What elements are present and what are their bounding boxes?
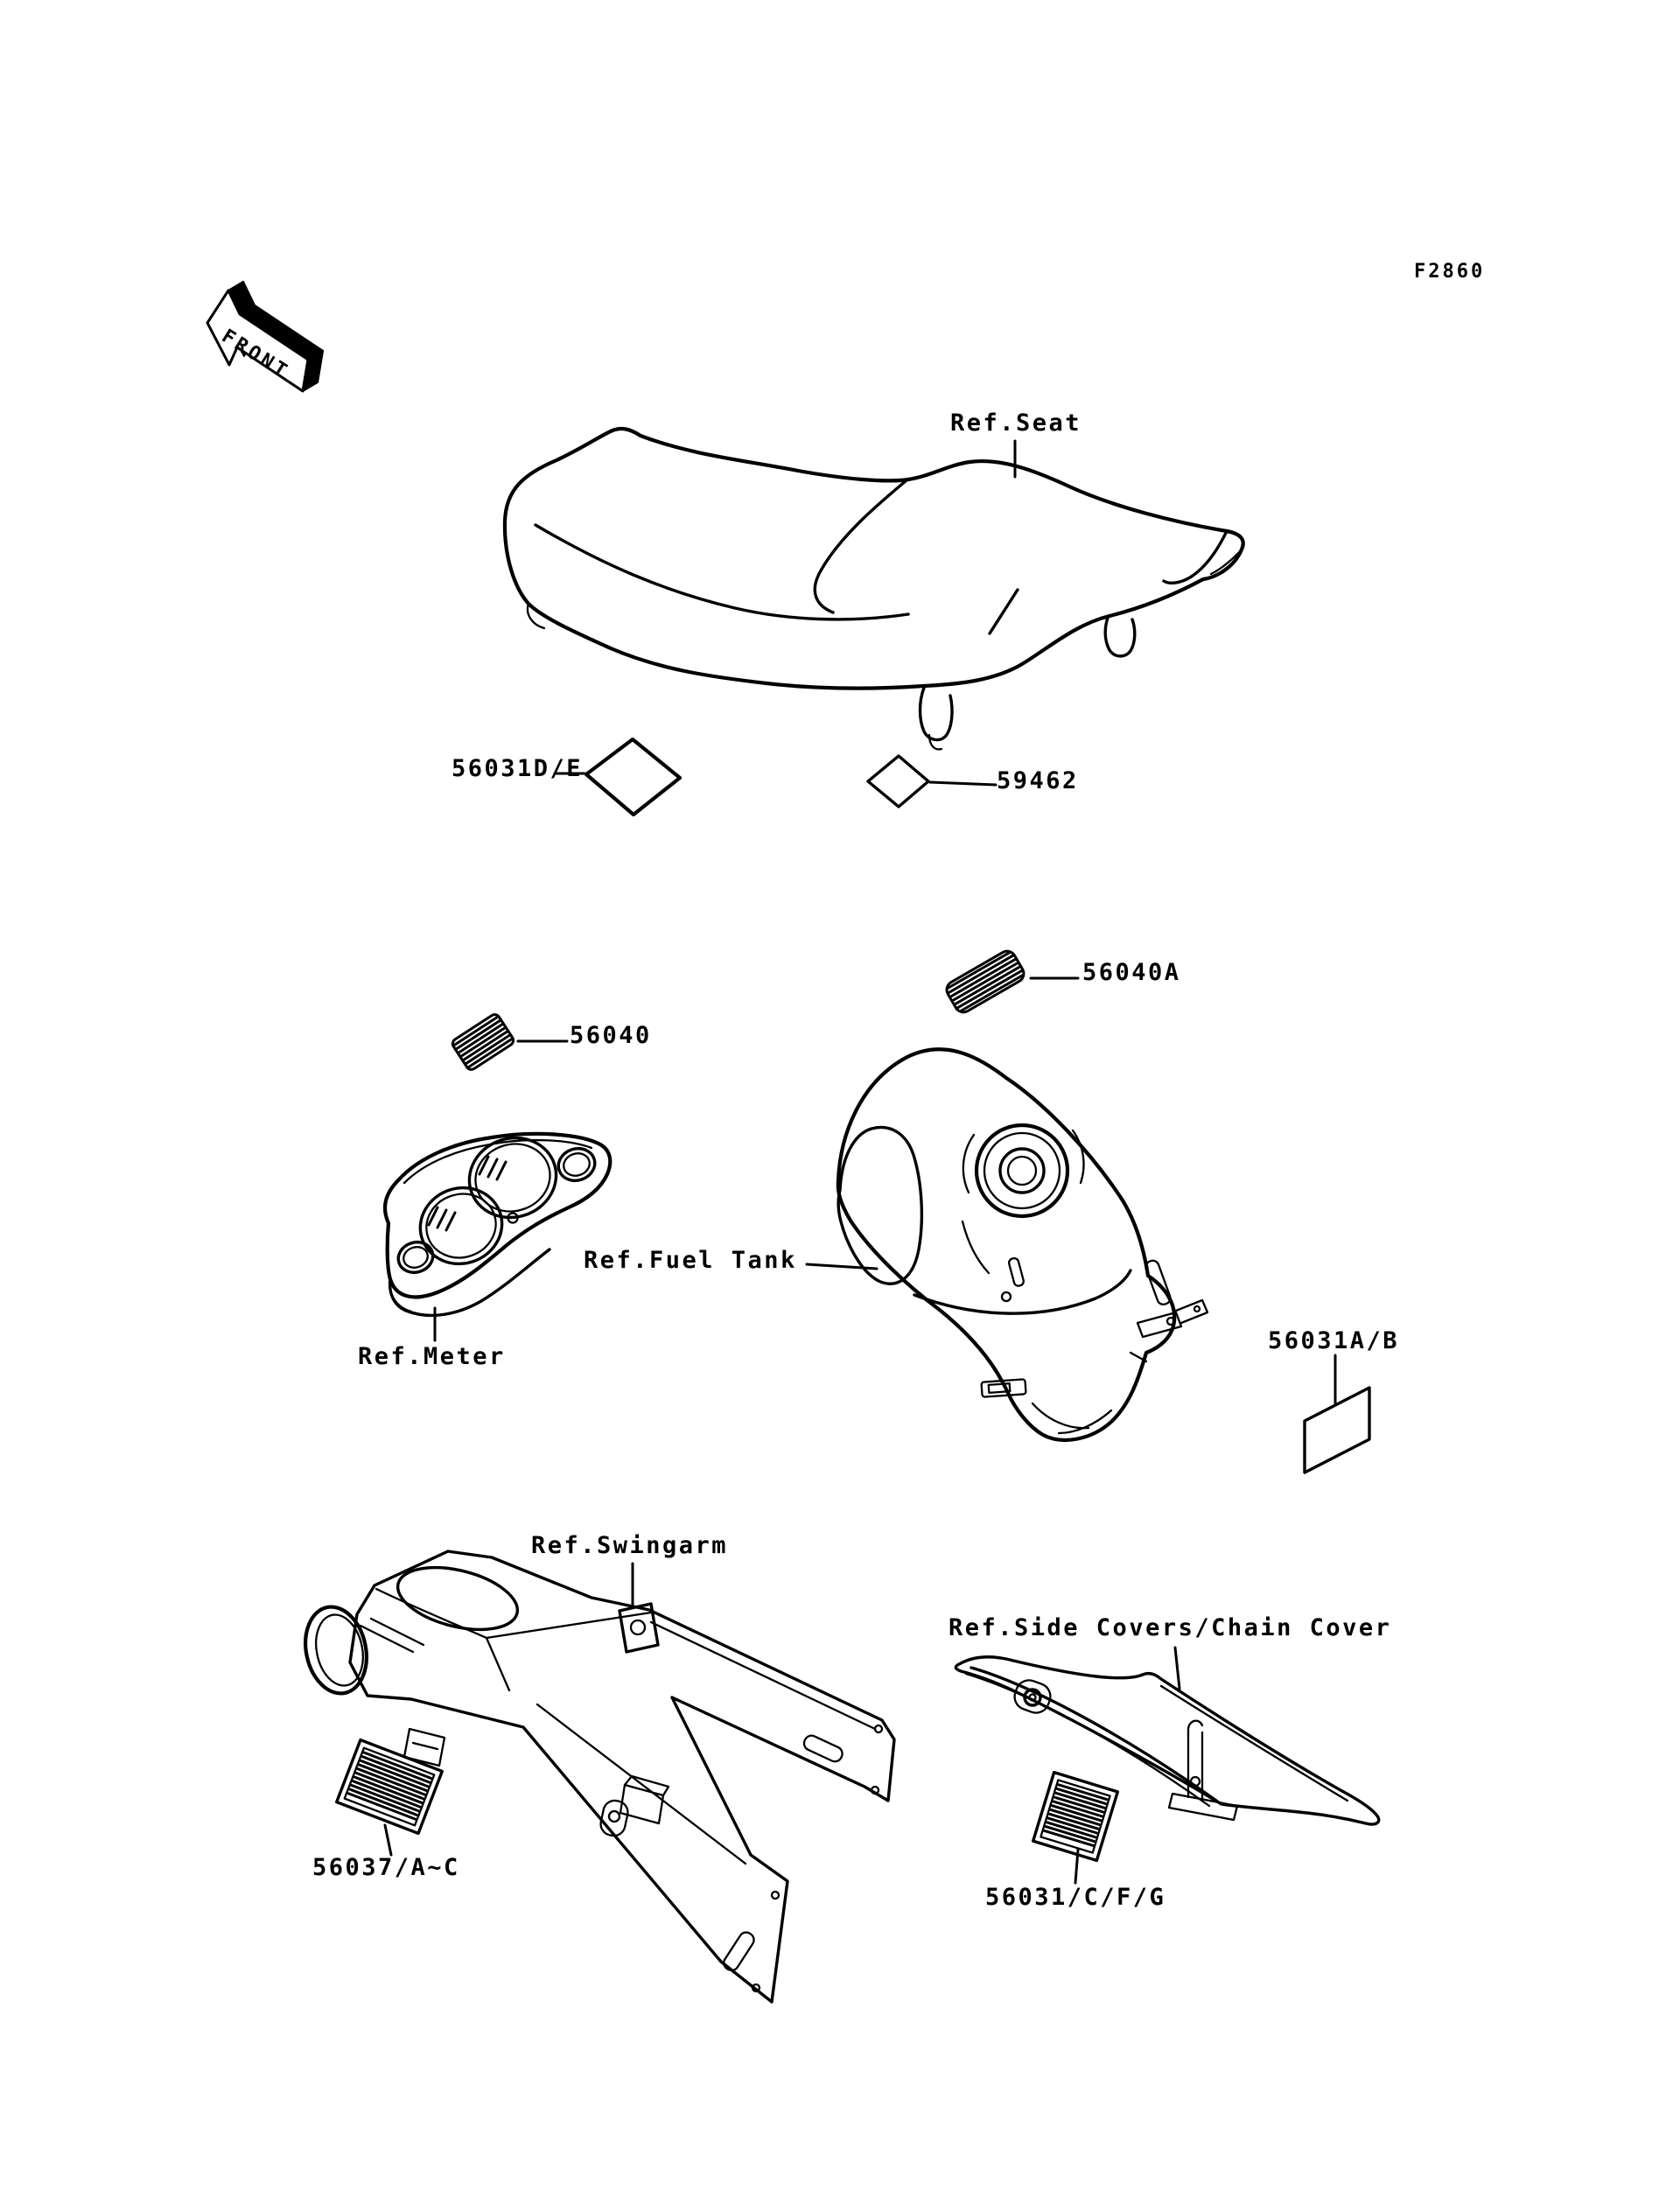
fuel-tank-drawing [836, 1047, 1209, 1442]
seat-decal-small-label: 59462 [997, 767, 1079, 794]
seat-decal-large-label: 56031D/E [452, 755, 584, 782]
side-cover-decal-shape [1031, 1770, 1120, 1863]
front-arrow-marker: FRONT [206, 281, 324, 393]
side-cover-decal-label: 56031/C/F/G [985, 1884, 1166, 1911]
fuel-decal-top-shape [945, 949, 1026, 1014]
ref-seat-label: Ref.Seat [950, 409, 1082, 437]
meter-decal-shape [451, 1013, 515, 1071]
figure-code-label: F2860 [1414, 261, 1486, 283]
fuel-decal-side-label: 56031A/B [1268, 1327, 1400, 1354]
side-cover-drawing [954, 1655, 1381, 1826]
swingarm-drawing [304, 1550, 896, 2004]
seat-drawing [502, 426, 1245, 751]
ref-fuel-tank-label: Ref.Fuel Tank [584, 1247, 797, 1274]
ref-side-covers-label: Ref.Side Covers/Chain Cover [948, 1614, 1392, 1641]
swingarm-decal-shape [335, 1738, 444, 1836]
seat-decal-small-shape [866, 754, 930, 808]
seat-decal-large-shape [584, 737, 682, 817]
fuel-decal-top-label: 56040A [1082, 959, 1181, 986]
ref-swingarm-label: Ref.Swingarm [531, 1532, 729, 1559]
meter-drawing [382, 1131, 612, 1318]
fuel-decal-side-shape [1303, 1386, 1371, 1474]
leader-lines [383, 439, 1337, 1885]
swingarm-decal-label: 56037/A~C [312, 1854, 460, 1881]
meter-decal-label: 56040 [570, 1022, 652, 1049]
ref-meter-label: Ref.Meter [358, 1343, 506, 1370]
